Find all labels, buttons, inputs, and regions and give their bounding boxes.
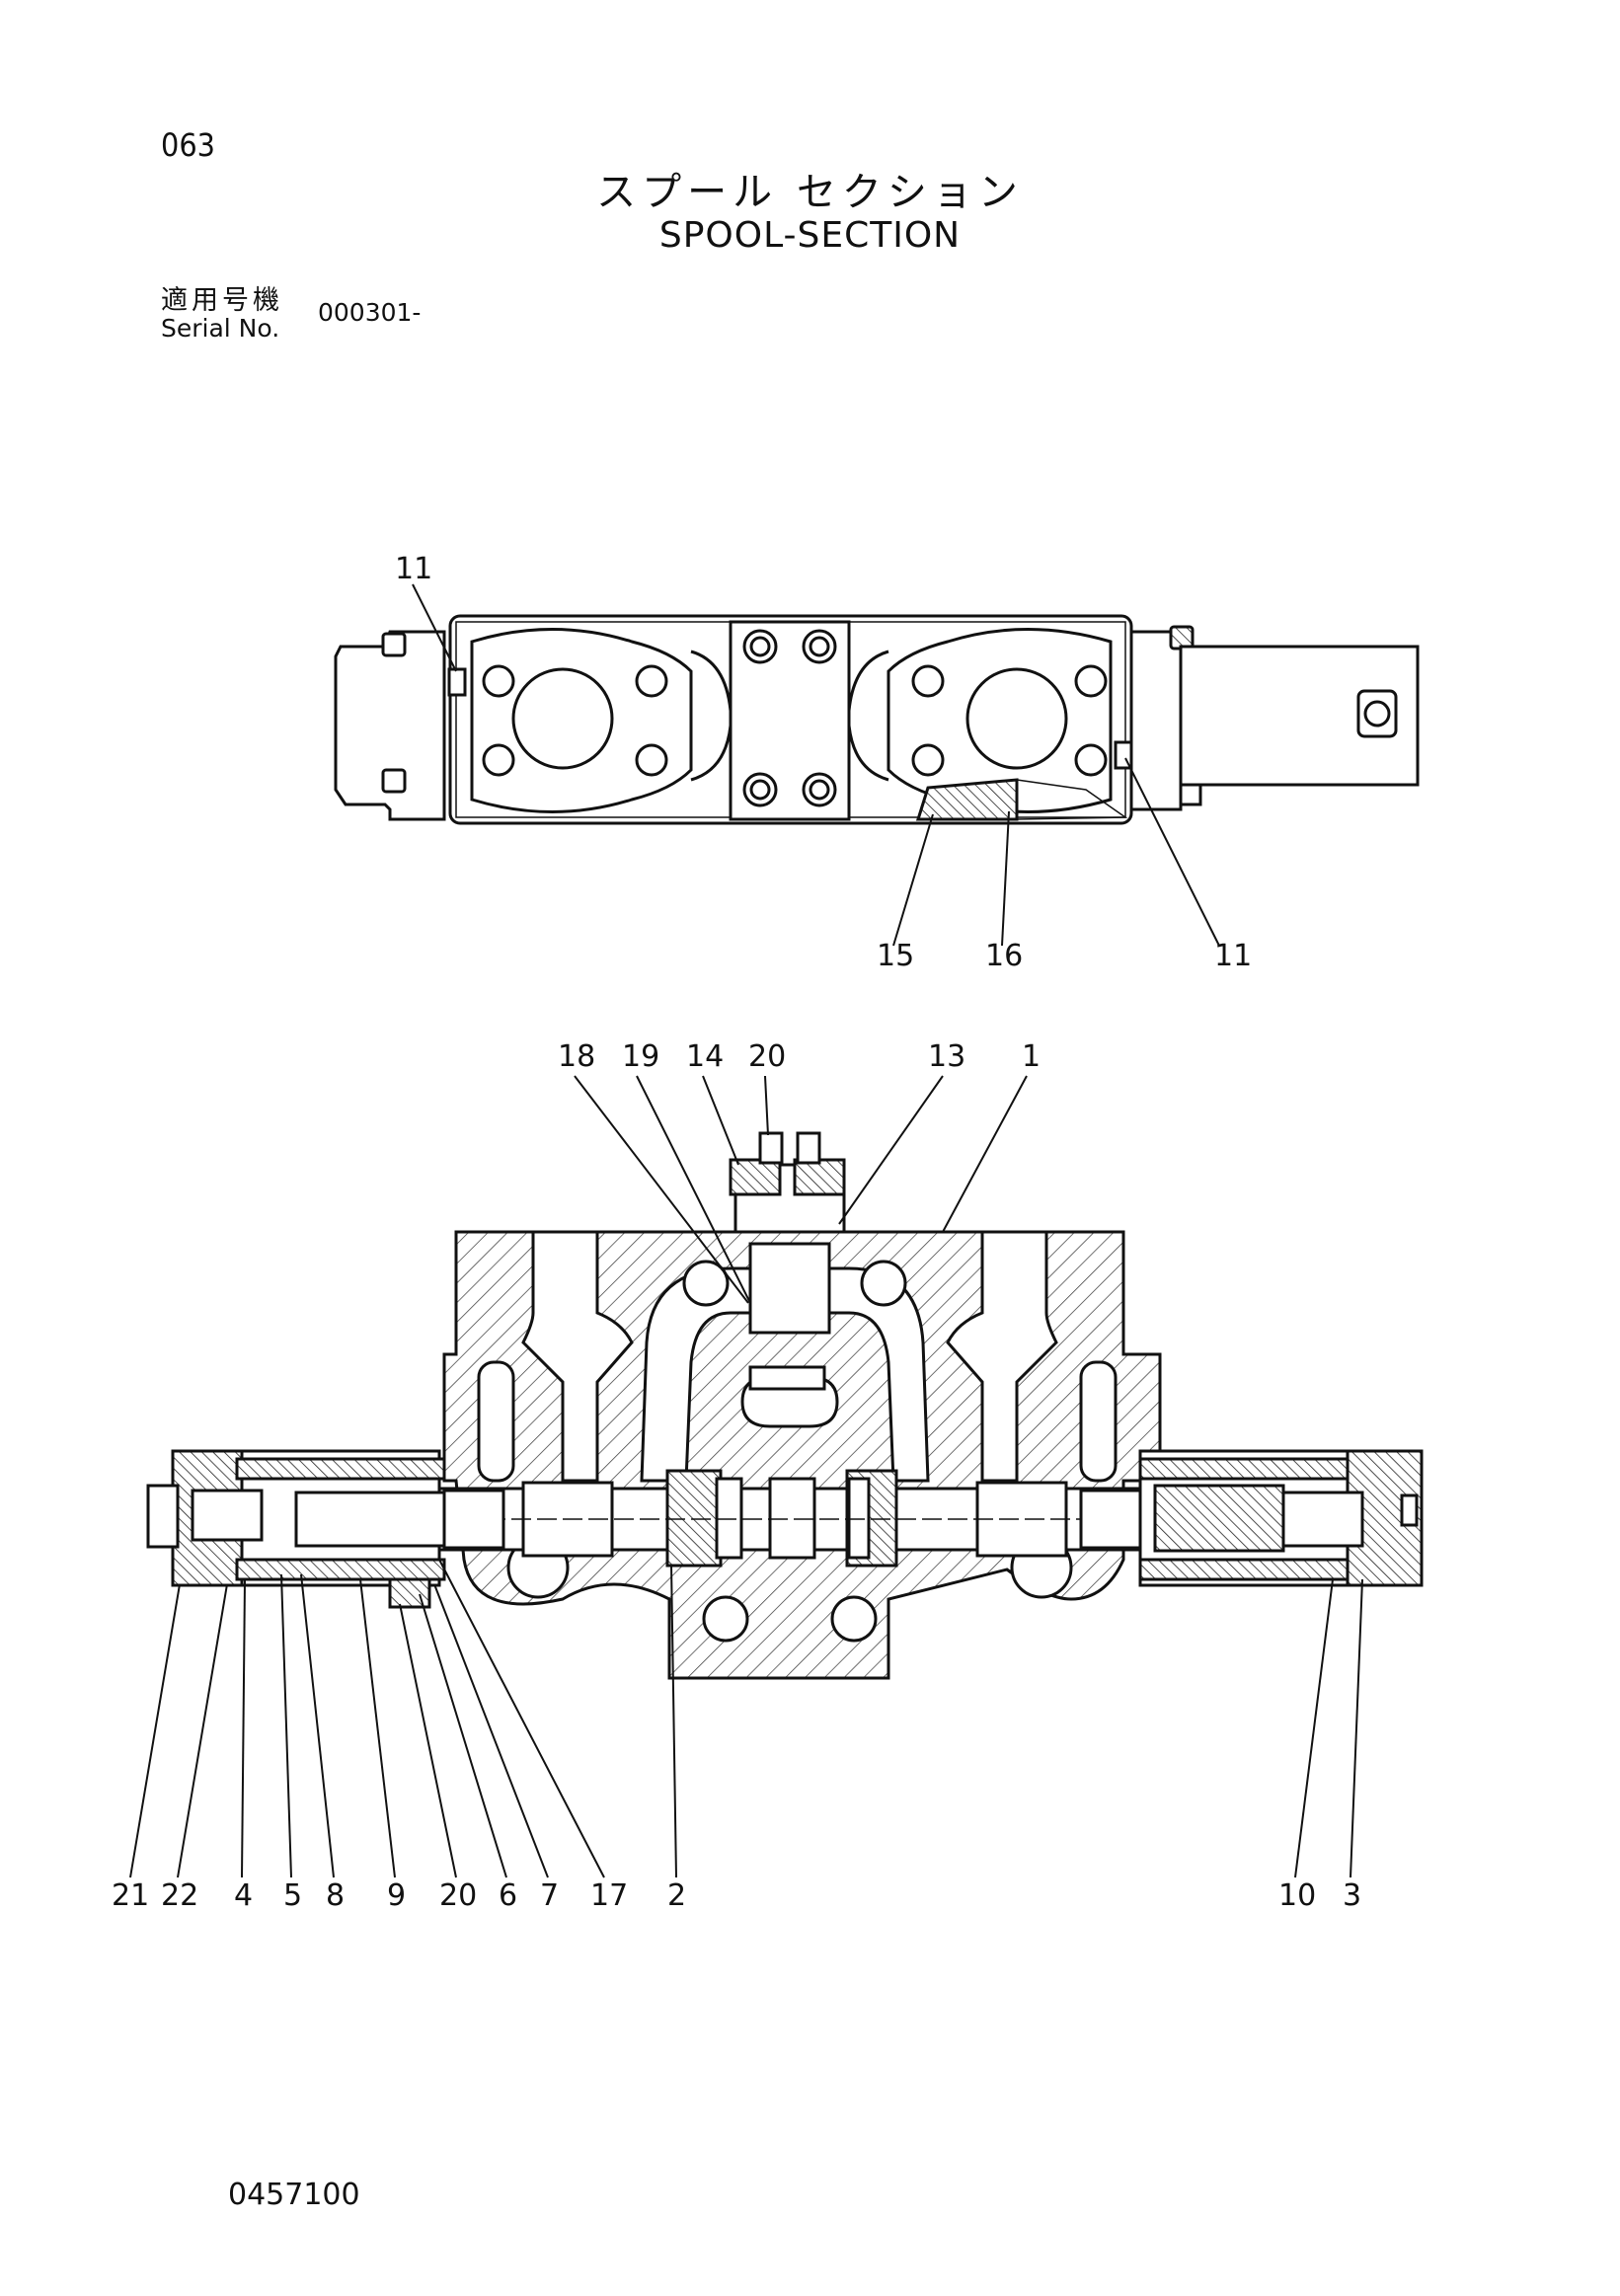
- callout-18: 18: [558, 1039, 595, 1074]
- callout-14: 14: [686, 1039, 724, 1074]
- callout-7: 7: [540, 1878, 559, 1913]
- callout-6: 6: [499, 1878, 517, 1913]
- section-view: [146, 1131, 1424, 1680]
- callout-20-bottom: 20: [439, 1878, 477, 1913]
- serial-label: Serial No.: [161, 314, 280, 343]
- callout-2: 2: [667, 1878, 686, 1913]
- callout-10: 10: [1278, 1878, 1316, 1913]
- callout-top-11-left: 11: [395, 552, 432, 586]
- callout-17: 17: [590, 1878, 628, 1913]
- callout-top-16: 16: [985, 939, 1023, 973]
- top-view-callouts: 11 15 16 11: [395, 552, 1252, 973]
- section-view-callouts-top: 18 19 14 20 13 1: [558, 1039, 1041, 1074]
- serial-value: 000301-: [318, 298, 422, 327]
- callout-top-11-right: 11: [1214, 939, 1252, 973]
- callout-13: 13: [928, 1039, 965, 1074]
- callout-5: 5: [283, 1878, 302, 1913]
- callout-top-15: 15: [877, 939, 914, 973]
- callout-19: 19: [622, 1039, 659, 1074]
- callout-8: 8: [326, 1878, 345, 1913]
- callout-4: 4: [234, 1878, 253, 1913]
- callout-21: 21: [112, 1878, 149, 1913]
- section-view-callouts-bottom: 21 22 4 5 8 9 20 6 7 17 2 10 3: [112, 1878, 1361, 1913]
- drawing-number: 0457100: [228, 2178, 360, 2212]
- top-view: [334, 614, 1420, 825]
- callout-3: 3: [1343, 1878, 1361, 1913]
- callout-20-top: 20: [748, 1039, 786, 1074]
- callout-22: 22: [161, 1878, 198, 1913]
- page-title: SPOOL-SECTION: [658, 215, 962, 256]
- serial-label-japanese: 適用号機: [161, 285, 283, 316]
- top-view-leaders: [412, 583, 1220, 947]
- section-view-leaders: [129, 1075, 1363, 1878]
- page-title-japanese: スプール セクション: [596, 170, 1024, 215]
- callout-9: 9: [387, 1878, 406, 1913]
- callout-1: 1: [1022, 1039, 1041, 1074]
- page-number: 063: [161, 126, 215, 164]
